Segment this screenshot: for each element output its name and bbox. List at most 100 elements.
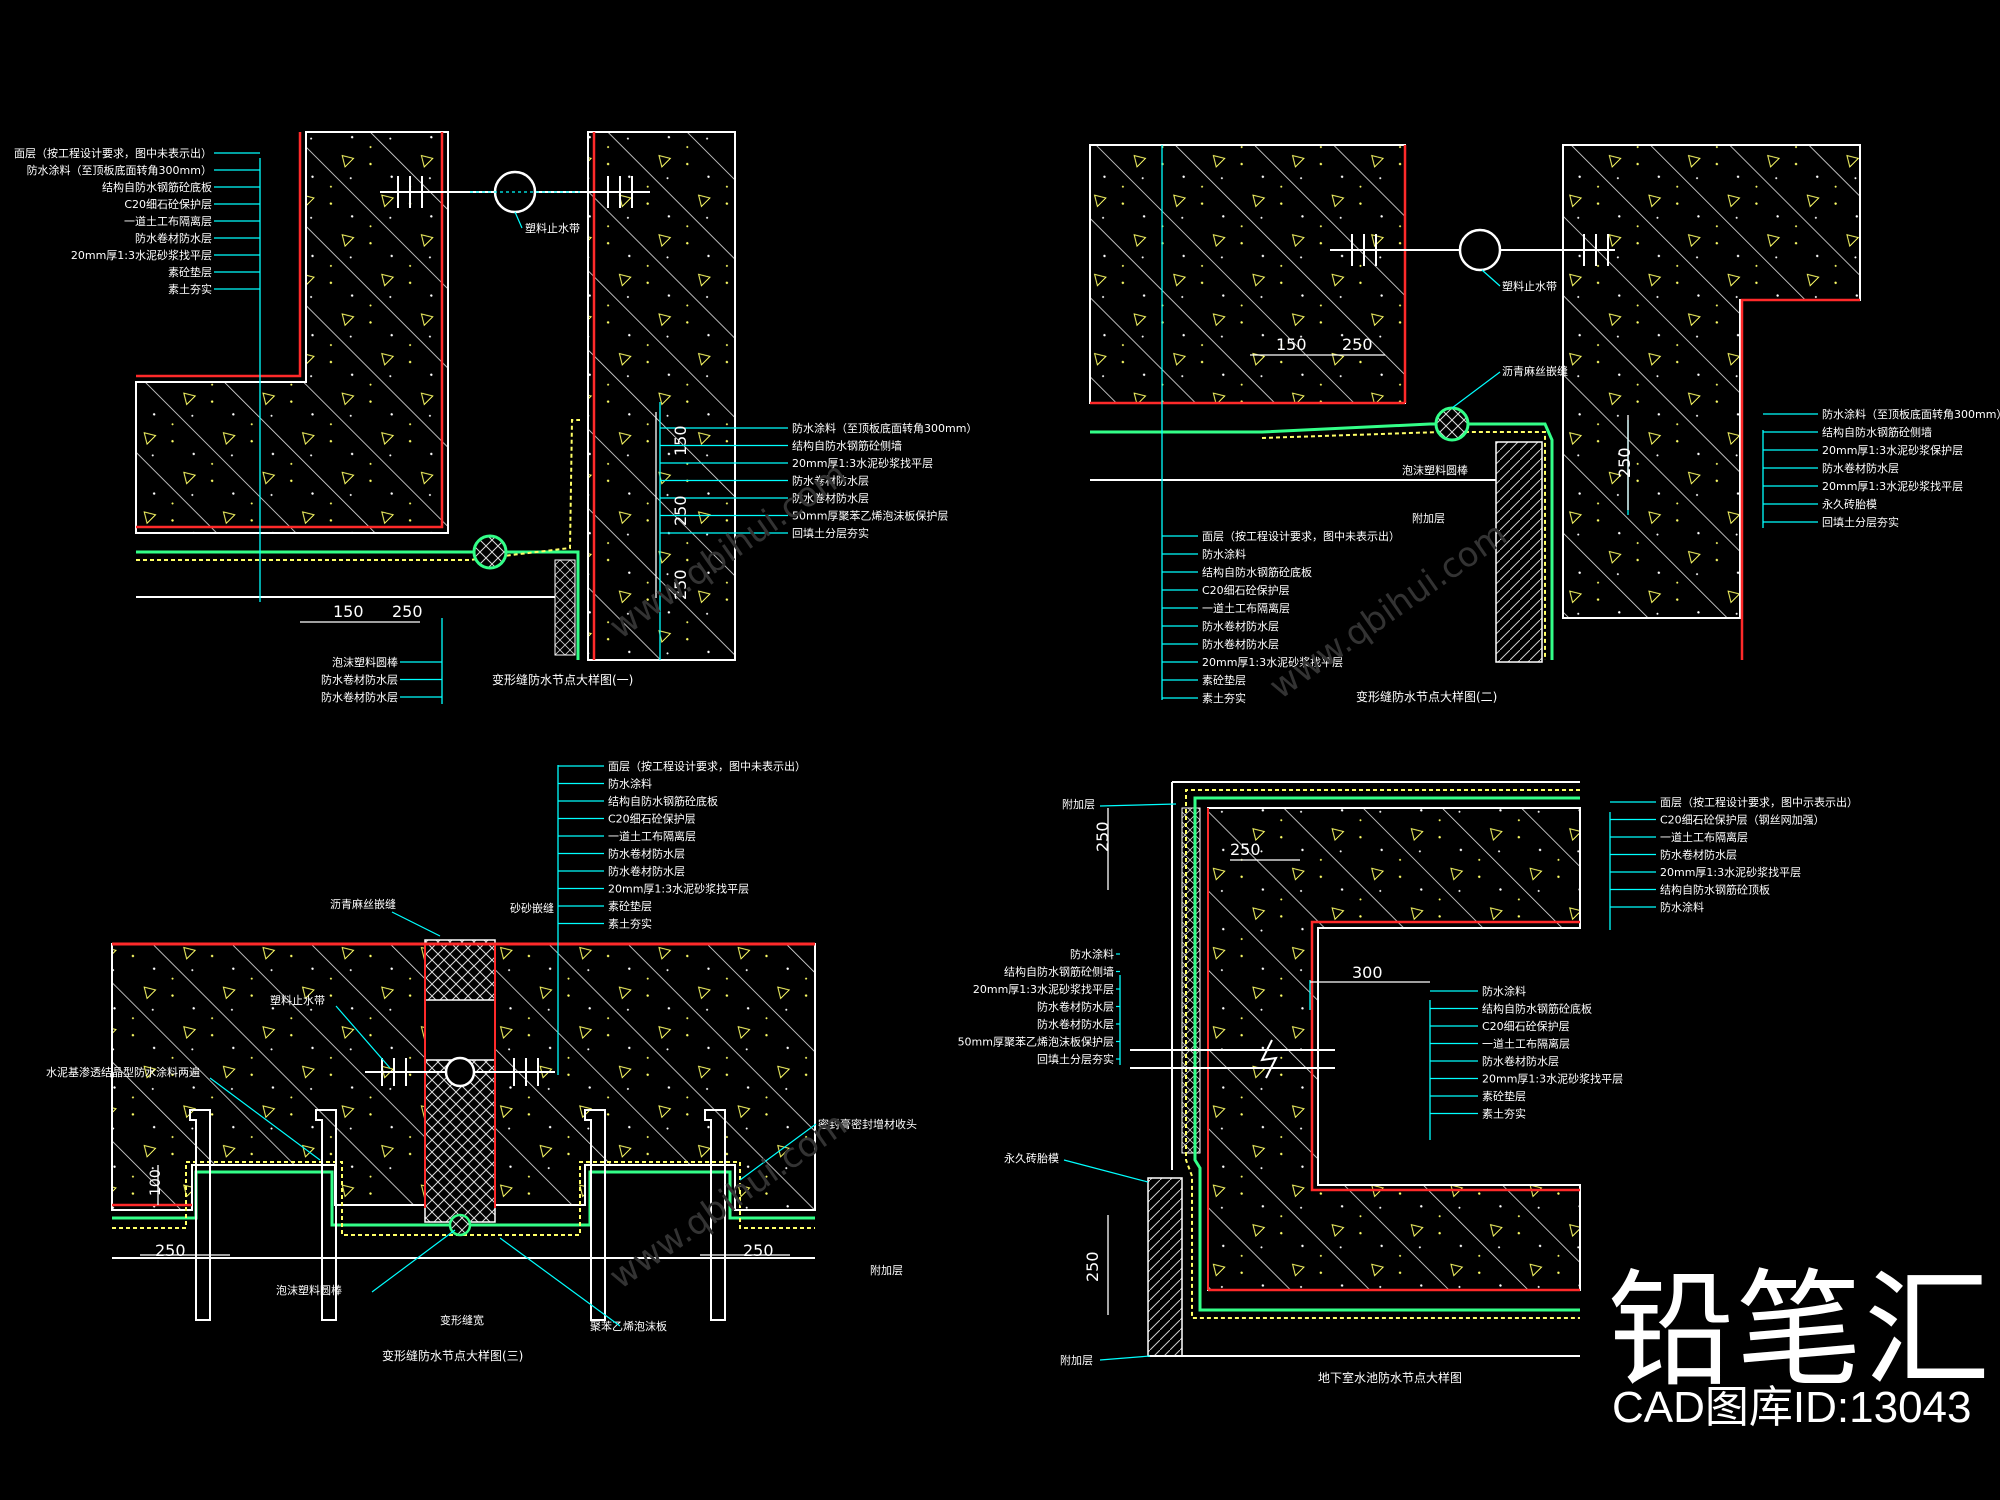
leader-line: [1099, 1355, 1151, 1361]
d4-top-layer-5: 结构自防水钢筋砼顶板: [1660, 883, 1770, 897]
detail3-slab-right: [494, 943, 816, 1211]
detail1-membrane-left: [136, 132, 302, 378]
d2-right-layer-3: 防水卷材防水层: [1822, 461, 1899, 475]
d4-right-layer-7: 素土夯实: [1482, 1107, 1526, 1121]
d1-right-layer-2: 20mm厚1:3水泥砂浆找平层: [792, 456, 933, 470]
detail2-right-block: [1562, 144, 1861, 619]
d4-brick-label: 永久砖胎模: [1004, 1151, 1059, 1165]
d3-top-layer-9: 素土夯实: [608, 917, 652, 931]
leader-line: [1099, 803, 1177, 807]
detail1-waterproof-layer: [136, 550, 580, 660]
leader-line: [1481, 269, 1501, 287]
d1-top-layer-3: C20细石砼保护层: [124, 197, 212, 211]
d3-right-label: 密封膏密封增材收头: [818, 1117, 917, 1131]
d1-top-layer-1: 防水涂料（至顶板底面转角300mm）: [27, 163, 212, 177]
leader-line: [335, 1005, 391, 1069]
d4-left-layer-3: 防水卷材防水层: [1037, 1000, 1114, 1014]
d1-dim-3: 250: [671, 495, 690, 526]
d1-right-layer-0: 防水涂料（至顶板底面转角300mm）: [792, 421, 977, 435]
detail1-right-wall: [587, 131, 736, 661]
d1-right-layer-5: 50mm厚聚苯乙烯泡沫板保护层: [792, 509, 948, 523]
leader-line: [371, 1229, 456, 1293]
d3-top-layer-2: 结构自防水钢筋砼底板: [608, 794, 718, 808]
detail1-waterproof-layer-2: [136, 419, 580, 561]
d1-bottom-layer-1: 防水卷材防水层: [321, 673, 398, 687]
d4-top-layer-1: C20细石砼保护层（钢丝网加强）: [1660, 813, 1825, 827]
d1-right-layer-1: 结构自防水钢筋砼侧墙: [792, 439, 902, 453]
detail4-brick-mold-upper: [1181, 807, 1201, 1154]
detail3-joint-seal: [424, 939, 496, 1001]
d1-dim-1: 250: [392, 602, 423, 621]
d2-right-layer-0: 防水涂料（至顶板底面转角300mm）: [1822, 407, 2000, 421]
d4-top-layer-3: 防水卷材防水层: [1660, 848, 1737, 862]
d2-right-layer-6: 回填土分层夯实: [1822, 515, 1899, 529]
d2-title: 变形缝防水节点大样图(二): [1356, 689, 1497, 704]
d3-top-layer-3: C20细石砼保护层: [608, 812, 696, 826]
leader-line: [739, 1123, 817, 1181]
d1-top-layer-8: 素土夯实: [168, 282, 212, 296]
d1-top-layer-7: 素砼垫层: [168, 265, 212, 279]
detail1-brick: [554, 559, 576, 656]
detail4-membrane-roof: [1310, 920, 1580, 1192]
d4-dim-3: 250: [1083, 1251, 1102, 1282]
d3-top-layer-7: 20mm厚1:3水泥砂浆找平层: [608, 882, 749, 896]
d3-top-layer-8: 素砼垫层: [608, 899, 652, 913]
d4-left-layer-2: 20mm厚1:3水泥砂浆找平层: [973, 982, 1114, 996]
detail2-brick-mold: [1495, 441, 1543, 663]
d2-right-layer-4: 20mm厚1:3水泥砂浆找平层: [1822, 479, 1963, 493]
d4-add-bottom: 附加层: [1060, 1353, 1093, 1367]
d2-bottom-layer-8: 素砼垫层: [1202, 673, 1246, 687]
detail2-waterproof: [1090, 422, 1554, 660]
d4-top-layer-6: 防水涂料: [1660, 900, 1704, 914]
detail3-piles: [189, 1109, 726, 1321]
d2-bottom-layer-5: 防水卷材防水层: [1202, 619, 1279, 633]
detail-3: [111, 765, 816, 1321]
d3-left-1: 塑料止水带: [270, 993, 325, 1007]
d4-right-layer-4: 防水卷材防水层: [1482, 1054, 1559, 1068]
detail4-waterproof-2: [1185, 789, 1580, 1319]
d2-dim-0: 150: [1276, 335, 1307, 354]
leader-line: [499, 1237, 621, 1327]
detail-1: [135, 131, 736, 704]
detail1-membrane-bottom: [136, 132, 444, 529]
detail-4: [1119, 781, 1611, 1357]
d4-right-layer-1: 结构自防水钢筋砼底板: [1482, 1002, 1592, 1016]
leader-line: [514, 211, 523, 229]
d1-top-layer-2: 结构自防水钢筋砼底板: [102, 180, 212, 194]
d1-dim-4: 250: [671, 569, 690, 600]
d2-bottom-layer-2: 结构自防水钢筋砼底板: [1202, 565, 1312, 579]
dimension-lines: [140, 354, 1629, 1315]
d3-top-layer-1: 防水涂料: [608, 777, 652, 791]
d4-dim-2: 300: [1352, 963, 1383, 982]
d4-left-layer-6: 回填土分层夯实: [1037, 1052, 1114, 1066]
d4-add-top: 附加层: [1062, 797, 1095, 811]
detail3-waterproof-2: [112, 1161, 815, 1236]
d2-bottom-layer-0: 面层（按工程设计要求，图中未表示出）: [1202, 529, 1400, 543]
d1-right-layer-3: 防水卷材防水层: [792, 474, 869, 488]
d2-right-layer-5: 永久砖胎模: [1822, 497, 1877, 511]
d4-right-layer-0: 防水涂料: [1482, 984, 1526, 998]
d2-add-label: 附加层: [1412, 511, 1445, 525]
d2-seal-label: 沥青麻丝嵌缝: [1502, 364, 1568, 378]
d3-bottom-0: 泡沫塑料圆棒: [276, 1283, 342, 1297]
d1-dim-2: 150: [671, 425, 690, 456]
d1-title: 变形缝防水节点大样图(一): [492, 672, 633, 687]
d4-left-layer-4: 防水卷材防水层: [1037, 1017, 1114, 1031]
leader-line: [1451, 371, 1501, 409]
leader-line: [209, 1077, 321, 1161]
brand-catalog-id: CAD图库ID:13043: [1612, 1383, 1972, 1432]
d4-left-layer-1: 结构自防水钢筋砼侧墙: [1004, 965, 1114, 979]
d4-right-layer-5: 20mm厚1:3水泥砂浆找平层: [1482, 1072, 1623, 1086]
d4-left-layer-0: 防水涂料: [1070, 947, 1114, 961]
d3-left-2: 水泥基渗透结晶型防水涂料两遍: [46, 1065, 200, 1079]
d1-bottom-layer-2: 防水卷材防水层: [321, 690, 398, 704]
d1-bottom-layer-0: 泡沫塑料圆棒: [332, 655, 398, 669]
d4-right-layer-3: 一道土工布隔离层: [1482, 1037, 1570, 1051]
d3-top-layer-4: 一道土工布隔离层: [608, 829, 696, 843]
d1-dim-0: 150: [333, 602, 364, 621]
d4-top-layer-4: 20mm厚1:3水泥砂浆找平层: [1660, 865, 1801, 879]
d4-dim-1: 250: [1230, 840, 1261, 859]
d3-bottom-3: 附加层: [870, 1263, 903, 1277]
leader-line: [1063, 1159, 1149, 1183]
d2-rod-label: 泡沫塑料圆棒: [1402, 463, 1468, 477]
